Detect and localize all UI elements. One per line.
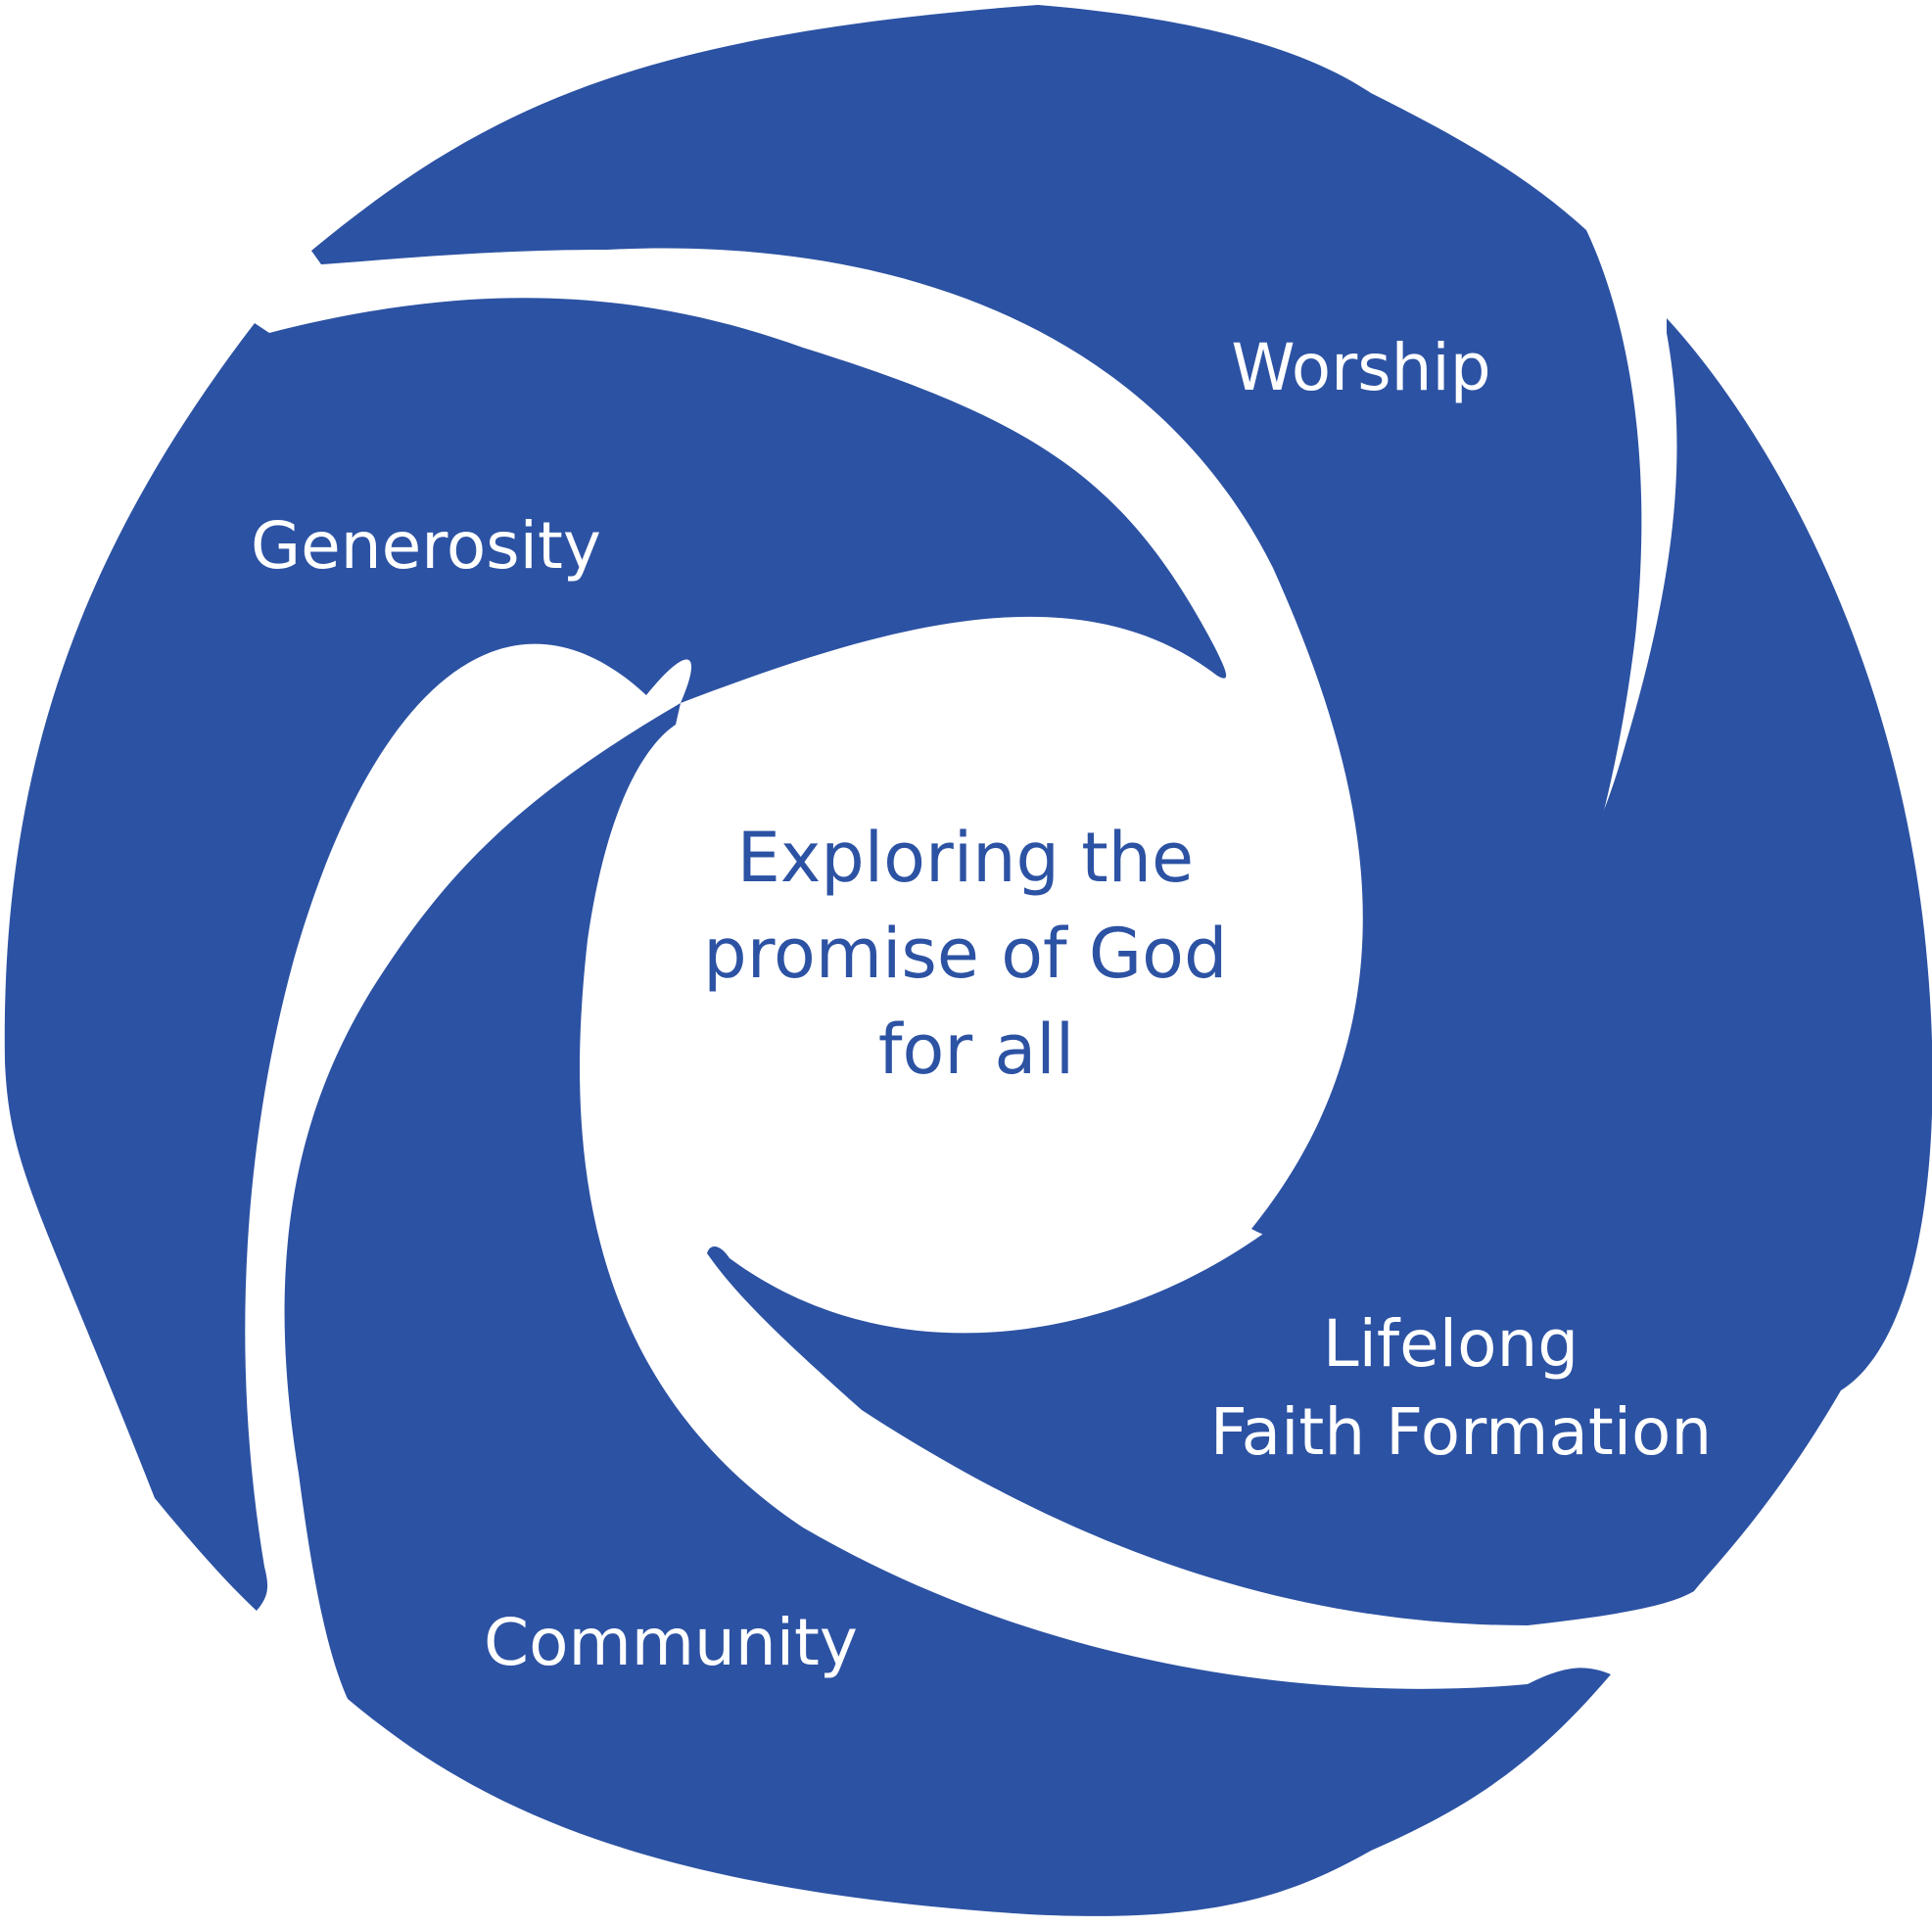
label-generosity-line: Generosity [251,508,601,584]
label-worship: Worship [1231,330,1490,405]
segment-lifelong-faith-formation [707,318,1932,1625]
segment-worship [311,5,1642,1242]
center-title-line-3: for all [878,1010,1074,1090]
center-title: Exploring the promise of God for all [703,818,1249,1090]
label-lifelong-faith-formation: Lifelong Faith Formation [1210,1306,1713,1470]
label-community: Community [484,1605,858,1680]
segment-generosity [4,298,1227,1611]
label-community-line: Community [484,1605,858,1680]
center-title-line-1: Exploring the [737,818,1195,898]
segment-community [284,703,1611,1916]
label-worship-line: Worship [1231,330,1490,405]
center-title-line-2: promise of God [703,914,1227,994]
label-lifelong-line-2: Faith Formation [1210,1394,1713,1470]
label-generosity: Generosity [251,508,601,584]
label-lifelong-line-1: Lifelong [1323,1306,1579,1382]
